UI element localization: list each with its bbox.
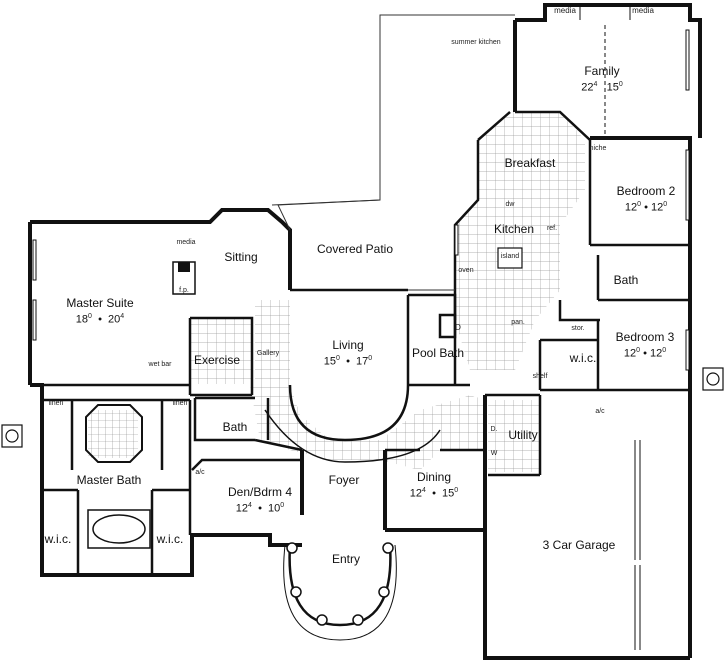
bedroom2-label: Bedroom 2 120 • 120: [617, 184, 676, 215]
entry-porch-arc: [288, 544, 392, 627]
bath-right-label: Bath: [613, 273, 639, 287]
storage-label: stor.: [571, 325, 585, 332]
kitchen-island: [497, 247, 523, 269]
interior-walls: [30, 110, 690, 575]
wic-master-left-label: w.i.c.: [44, 532, 72, 546]
wet-bar-label: wet bar: [148, 361, 172, 368]
utility-tile: [488, 400, 540, 472]
entry-columns: [286, 542, 394, 626]
summer-kitchen-label: summer kitchen: [451, 39, 501, 46]
bedroom3-name: Bedroom 3: [615, 330, 675, 344]
dining-label: Dining 124 • 150: [410, 470, 458, 501]
living-name: Living: [332, 338, 364, 352]
walls: [28, 3, 702, 660]
master-suite-name: Master Suite: [66, 296, 134, 310]
bedroom3-label: Bedroom 3 120 • 120: [616, 330, 675, 361]
sitting-label: Sitting: [224, 250, 258, 264]
foyer-gallery-tile: [250, 385, 485, 470]
ac-den-label: a/c: [195, 469, 205, 476]
wic-master-right-label: w.i.c.: [156, 532, 184, 546]
dw-label: dw: [505, 201, 515, 208]
washer-label: W: [490, 450, 498, 457]
niche-label: niche: [589, 145, 607, 152]
media-top-right: media: [632, 6, 654, 15]
linen-right-label: linen: [172, 400, 188, 407]
master-shower: [85, 404, 143, 463]
island-label: island: [500, 253, 520, 260]
family-label: Family 224 150: [581, 64, 622, 95]
dryer-label: D.: [490, 426, 498, 433]
pool-bath-label: Pool Bath: [411, 346, 465, 360]
covered-patio-outline: [271, 14, 515, 291]
living-curved-wall: [288, 384, 410, 442]
garage-doors: [634, 440, 641, 650]
media-top-left: media: [554, 6, 576, 15]
den-label: Den/Bdrm 4 124 • 100: [228, 485, 292, 516]
dining-dims: 124 • 150: [409, 487, 459, 500]
living-dims: 150 • 170: [323, 355, 373, 368]
exterior-lights: [1, 367, 724, 448]
gallery-left-tile: [255, 300, 290, 390]
pool-bath-closet: D: [455, 323, 461, 332]
media-sitting-label: media: [176, 239, 196, 246]
covered-patio-label: Covered Patio: [316, 242, 394, 256]
exercise-label: Exercise: [193, 353, 241, 367]
garage-label: 3 Car Garage: [542, 538, 616, 552]
bedroom2-name: Bedroom 2: [616, 184, 676, 198]
fireplace-label: f.p.: [179, 287, 189, 294]
bath-left-label: Bath: [222, 420, 248, 434]
den-name: Den/Bdrm 4: [227, 485, 293, 499]
windows: [32, 29, 690, 371]
entry-label: Entry: [331, 552, 361, 566]
master-suite-dims: 180 • 204: [75, 313, 125, 326]
utility-label: Utility: [508, 428, 538, 442]
master-suite-label: Master Suite 180 • 204: [66, 296, 133, 327]
pantry-label: pan.: [511, 319, 525, 326]
family-dims: 224 150: [581, 81, 623, 94]
family-rear-doors: [579, 5, 631, 135]
master-bath-label: Master Bath: [76, 473, 142, 487]
oven-label: oven: [458, 267, 474, 274]
exercise-tile: [190, 318, 252, 384]
master-tub: [87, 509, 151, 549]
kitchen-label: Kitchen: [493, 222, 535, 236]
bedroom3-dims: 120 • 120: [623, 347, 667, 360]
tile-floors: [88, 112, 585, 472]
gallery-label: Gallery: [256, 350, 280, 357]
breakfast-label: Breakfast: [504, 156, 556, 170]
breakfast-kitchen-tile: [455, 112, 585, 370]
den-dims: 124 • 100: [235, 502, 285, 515]
ref-label: ref.: [546, 225, 558, 232]
bedroom2-dims: 120 • 120: [624, 201, 668, 214]
shelf-label: shelf: [532, 373, 548, 380]
foyer-label: Foyer: [328, 473, 360, 487]
gallery-arc-outer: [264, 409, 441, 463]
ac-garage-label: a/c: [595, 408, 605, 415]
shower-tile: [88, 410, 138, 458]
linen-left-label: linen: [48, 400, 64, 407]
wic-bed3-label: w.i.c.: [569, 351, 597, 365]
dining-name: Dining: [416, 470, 452, 484]
living-label: Living 150 • 170: [324, 338, 372, 369]
family-name: Family: [584, 64, 620, 78]
